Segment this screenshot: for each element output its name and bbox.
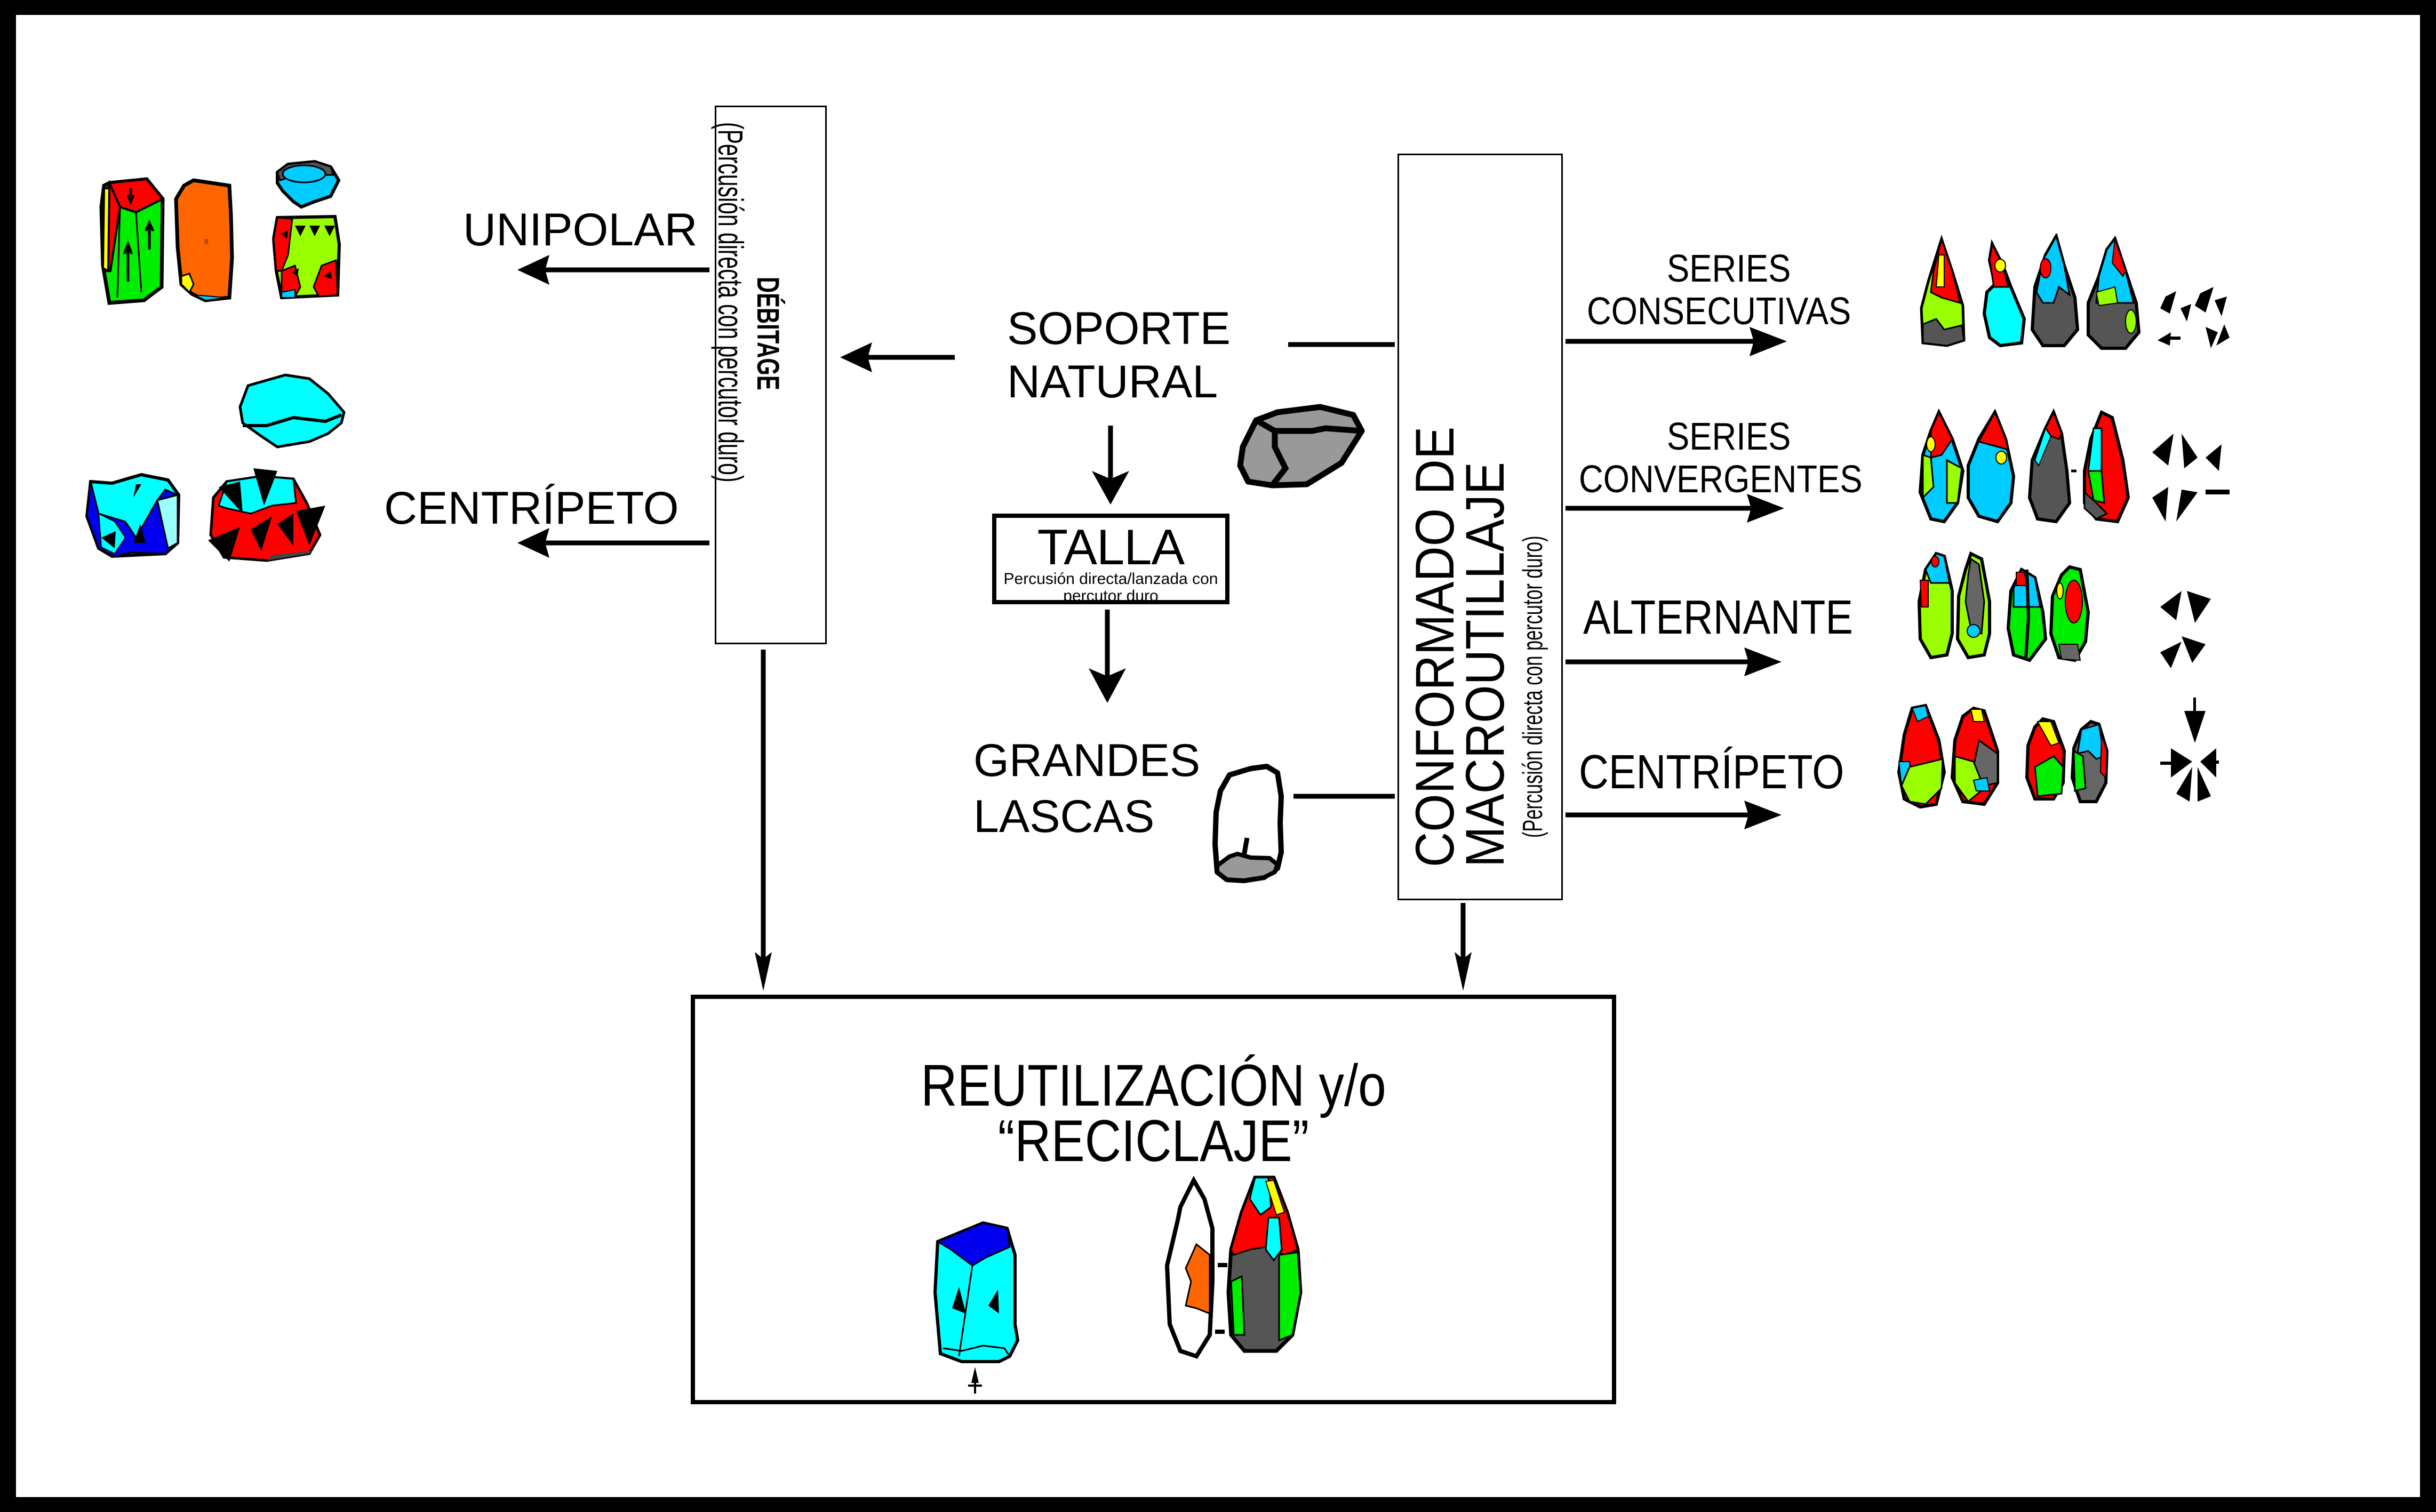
talla-subtitle-1: Percusión directa/lanzada con: [1003, 570, 1218, 588]
arrow-to-series-consecutivas: [1566, 327, 1787, 356]
biface-12: [2049, 565, 2090, 662]
biface-9: [1917, 551, 1954, 660]
label-grandes: GRANDES: [973, 735, 1201, 786]
biface-2: [1982, 239, 2026, 348]
reutilizacion-title-1: REUTILIZACIÓN y/o: [921, 1053, 1386, 1118]
conformado-title-1: CONFORMADO DE: [1404, 426, 1465, 867]
biface-6: [1967, 409, 2016, 524]
natural-cobble-icon: [1237, 404, 1365, 489]
biface-16: [2070, 719, 2109, 803]
biface-4: [2087, 235, 2141, 350]
label-natural: NATURAL: [1007, 356, 1218, 407]
arrows-alternante: [2160, 591, 2211, 668]
ventral-number: 8: [204, 237, 209, 246]
arrow-to-alternante: [1566, 647, 1782, 676]
arrows-series-convergentes-1: [2152, 434, 2198, 522]
debitage-title: DÉBITAGE: [750, 277, 785, 390]
reutilizacion-title-2: “RECICLAJE”: [997, 1108, 1309, 1174]
series-convergentes-bifaces-icon: [1918, 408, 2230, 524]
label-consecutivas: CONSECUTIVAS: [1587, 290, 1851, 333]
biface-5: [1918, 408, 1965, 524]
arrow-debitage-to-reutilizacion: [755, 650, 772, 991]
arrow-to-unipolar: [517, 255, 709, 285]
biface-3: [2030, 234, 2080, 347]
biface-13: [1897, 703, 1946, 809]
label-series-2: SERIES: [1667, 415, 1791, 458]
arrows-series-consecutivas-2: [2195, 287, 2230, 348]
talla-title: TALLA: [1037, 519, 1185, 575]
conformado-title-2: MACROUTILLAJE: [1455, 461, 1515, 867]
arrow-conformado-to-reutilizacion: [1455, 903, 1472, 991]
biface-11: [2006, 567, 2048, 662]
arrow-to-centripeto-debitage: [517, 528, 709, 558]
biface-14: [1950, 706, 1999, 806]
label-centripeto-shaping: CENTRÍPETO: [1579, 746, 1844, 799]
biface-15: [2025, 717, 2066, 801]
arrow-soporte-to-debitage: [840, 342, 955, 372]
unipolar-flake-ventral-icon: 8: [174, 178, 234, 302]
reutilizacion-box: REUTILIZACIÓN y/o “RECICLAJE”: [691, 995, 1616, 1404]
label-lascas: LASCAS: [973, 791, 1155, 842]
label-convergentes: CONVERGENTES: [1579, 458, 1863, 501]
biface-7: [2027, 408, 2072, 524]
biface-8: [2083, 410, 2130, 524]
conformado-box: CONFORMADO DE MACROUTILLAJE (Percusión d…: [1397, 154, 1563, 900]
alternante-bifaces-icon: [1917, 551, 2211, 668]
label-centripeto-debitage: CENTRÍPETO: [384, 483, 679, 534]
unipolar-core-face-icon: [271, 214, 341, 300]
arrow-to-series-convergentes: [1566, 494, 1784, 523]
label-soporte: SOPORTE: [1007, 303, 1231, 354]
centripeto-bifaces-icon: [1897, 698, 2219, 809]
unipolar-core-dorsal-icon: [99, 177, 165, 305]
biface-10: [1955, 551, 1991, 660]
connectors-layer: [517, 255, 1787, 991]
centripeto-core-red-icon: [208, 468, 325, 562]
arrow-to-centripeto-shaping: [1566, 801, 1782, 829]
debitage-box: DÉBITAGE (Percusión directa con percutor…: [711, 106, 827, 644]
centripeto-flake-icon: [238, 373, 346, 449]
label-alternante: ALTERNANTE: [1583, 591, 1854, 644]
arrows-series-convergentes-2: [2206, 444, 2230, 494]
large-flake-icon: [1212, 764, 1284, 883]
arrows-series-consecutivas-1: [2158, 291, 2191, 346]
diagram-canvas: DÉBITAGE (Percusión directa con percutor…: [16, 15, 2420, 1497]
talla-box: TALLA Percusión directa/lanzada con perc…: [992, 514, 1229, 604]
centripeto-core-blue-icon: [85, 473, 181, 558]
series-consecutivas-bifaces-icon: [1920, 234, 2230, 350]
recycled-biface-icon: [1164, 1175, 1303, 1359]
unipolar-platform-icon: [276, 159, 341, 209]
label-series-1: SERIES: [1667, 247, 1791, 290]
arrows-centripeto: [2160, 698, 2219, 802]
arrow-talla-to-lascas: [1089, 610, 1126, 703]
biface-1: [1920, 234, 1966, 347]
conformado-subtitle: (Percusión directa con percutor duro): [1517, 535, 1548, 838]
debitage-subtitle: (Percusión directa con percutor duro): [711, 122, 750, 483]
arrow-soporte-to-talla: [1092, 426, 1129, 505]
talla-subtitle-2: percutor duro: [1063, 587, 1159, 605]
label-unipolar: UNIPOLAR: [463, 204, 698, 255]
reused-flake-icon: [933, 1221, 1020, 1394]
